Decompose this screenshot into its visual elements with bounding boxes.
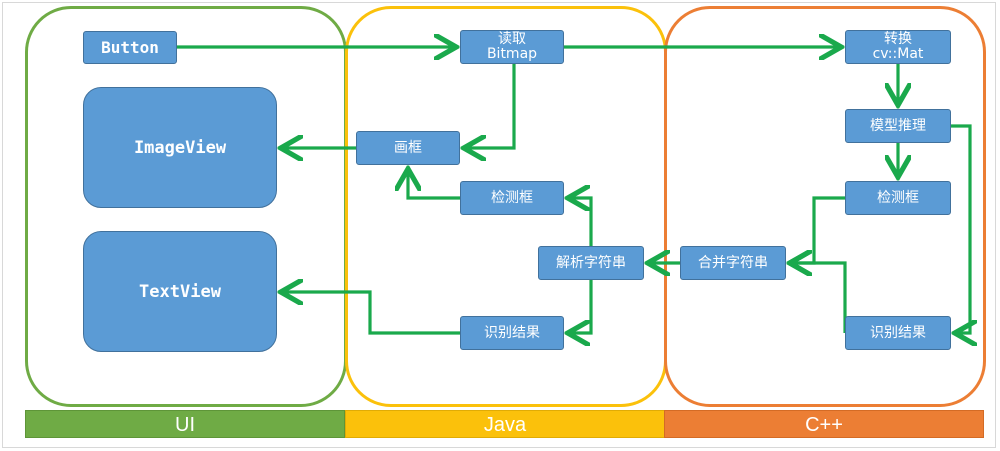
lane-cpp-outline xyxy=(664,6,986,407)
draw-box-label: 画框 xyxy=(394,139,422,156)
convert-mat-label-1: 转换 xyxy=(884,31,912,47)
detect-box-cpp-node: 检测框 xyxy=(845,181,951,215)
arrow-detect-cpp-to-merge xyxy=(793,196,845,263)
button-node-label: Button xyxy=(101,38,159,57)
arrow-result-cpp-to-merge xyxy=(793,263,847,333)
imageview-node: ImageView xyxy=(83,87,277,208)
textview-node: TextView xyxy=(83,231,277,352)
lane-cpp-label: C++ xyxy=(664,410,984,438)
parse-string-label: 解析字符串 xyxy=(556,254,626,271)
lane-java-label: Java xyxy=(345,410,665,438)
textview-node-label: TextView xyxy=(139,281,221,302)
arrow-parse-to-detect-java xyxy=(571,198,593,246)
arrow-result-java-to-textview xyxy=(284,292,460,335)
detect-box-java-label: 检测框 xyxy=(491,189,533,206)
button-node: Button xyxy=(83,31,177,64)
draw-box-node: 画框 xyxy=(356,131,460,165)
result-java-node: 识别结果 xyxy=(460,316,564,350)
read-bitmap-label-2: Bitmap xyxy=(486,46,538,62)
result-cpp-label: 识别结果 xyxy=(870,324,926,341)
arrow-infer-to-result-cpp xyxy=(951,124,970,333)
arrow-detect-java-to-draw xyxy=(408,172,460,200)
model-inference-node: 模型推理 xyxy=(845,109,951,143)
read-bitmap-label-1: 读取 xyxy=(498,31,526,47)
parse-string-node: 解析字符串 xyxy=(538,246,644,280)
result-cpp-node: 识别结果 xyxy=(845,316,951,350)
imageview-node-label: ImageView xyxy=(133,137,227,158)
read-bitmap-node: 读取 Bitmap xyxy=(460,30,564,64)
merge-string-node: 合并字符串 xyxy=(680,246,786,280)
convert-mat-label-2: cv::Mat xyxy=(872,46,924,62)
arrow-read-to-draw xyxy=(467,64,516,148)
model-inference-label: 模型推理 xyxy=(870,117,926,134)
result-java-label: 识别结果 xyxy=(484,324,540,341)
convert-mat-node: 转换 cv::Mat xyxy=(845,30,951,64)
lane-ui-label: UI xyxy=(25,410,345,438)
detect-box-cpp-label: 检测框 xyxy=(877,189,919,206)
arrow-parse-to-result-java xyxy=(571,280,593,333)
detect-box-java-node: 检测框 xyxy=(460,181,564,215)
merge-string-label: 合并字符串 xyxy=(698,254,768,271)
